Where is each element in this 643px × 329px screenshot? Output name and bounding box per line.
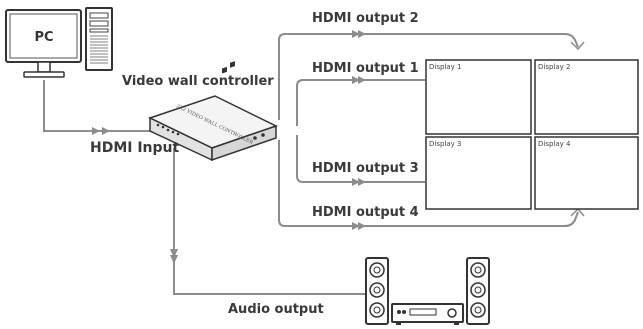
display-wall: Display 1 Display 2 Display 3 Display 4 [425,59,639,210]
display-1-panel [425,59,532,135]
controller-label: Video wall controller [122,74,274,89]
amplifier [391,303,464,325]
arrowhead-output-2 [570,41,585,51]
arrow-output-2 [352,30,360,38]
display-1-label: Display 1 [429,63,461,71]
diagram-labels: HDMI Input Video wall controller HDMI ou… [90,11,419,317]
display-3-panel [425,136,532,210]
video-wall-controller: 2X2 VIDEO WALL CONTROLLER [148,61,278,162]
audio-system [365,257,490,325]
hdmi-output-3-label: HDMI output 3 [312,161,419,176]
display-2-panel [534,59,639,135]
pc-monitor [5,9,82,78]
arrow-output-2 [358,30,366,38]
hdmi-output-1-label: HDMI output 1 [312,61,419,76]
arrow-output-3 [358,178,366,186]
arrow-output-1 [358,76,366,84]
arrow-hdmi-input [102,127,110,135]
hdmi-input-label: HDMI Input [90,140,180,156]
arrow-audio [170,255,178,264]
left-speaker [365,257,389,325]
pc-tower [85,7,113,71]
display-3-label: Display 3 [429,140,461,148]
right-speaker [466,257,490,325]
wire-hdmi-output-4 [278,140,579,227]
flow-arrows [92,30,585,264]
wire-hdmi-input [43,80,150,132]
pc-label: PC [34,30,53,45]
display-4-panel [534,136,639,210]
arrow-output-4 [352,222,360,230]
arrow-output-4 [358,222,366,230]
wire-hdmi-output-2 [278,33,579,120]
display-2-label: Display 2 [538,63,570,71]
wire-hdmi-output-3 [296,135,425,183]
connection-wires [43,33,579,295]
arrow-output-3 [352,178,360,186]
display-4-label: Display 4 [538,140,571,148]
wire-hdmi-output-1 [296,79,425,126]
arrow-audio [170,249,178,258]
wire-audio-output [173,148,372,295]
arrow-output-1 [352,76,360,84]
hdmi-output-2-label: HDMI output 2 [312,11,419,26]
pc-computer: PC [5,7,113,78]
arrow-hdmi-input [92,127,100,135]
hdmi-output-4-label: HDMI output 4 [312,205,419,220]
audio-output-label: Audio output [228,302,324,317]
